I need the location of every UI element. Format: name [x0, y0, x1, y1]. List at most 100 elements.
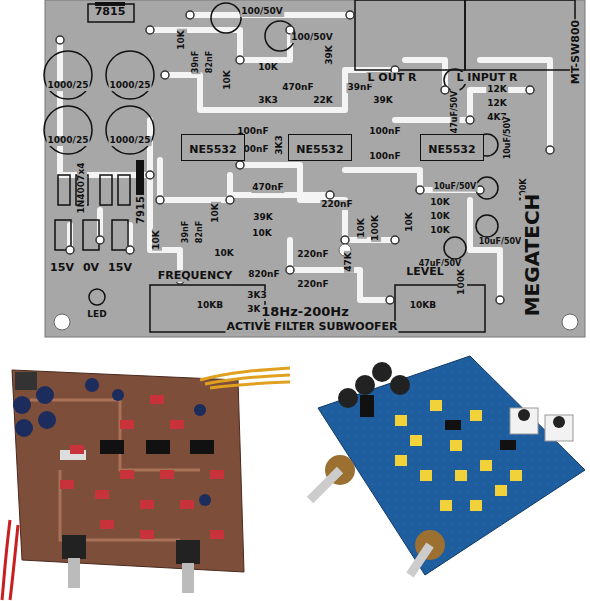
silkscreen-label: 10K — [251, 229, 273, 239]
silkscreen-label: 47K — [344, 251, 354, 273]
silkscreen-label: 100/50V — [240, 7, 284, 17]
solder-pad — [346, 11, 354, 19]
silkscreen-label: 100nF — [368, 152, 401, 162]
component-outline — [83, 220, 99, 250]
silkscreen-label: 15V — [107, 262, 133, 274]
component-outline — [44, 106, 92, 154]
photo-left — [140, 530, 154, 539]
silkscreen-label: 10K — [152, 229, 162, 251]
photo-right — [390, 375, 410, 395]
solder-pad — [416, 186, 424, 194]
ic-label: NE5532 — [428, 143, 475, 156]
component-outline — [476, 215, 498, 237]
photo-right — [440, 500, 452, 511]
silkscreen-label: 10uF/50V — [504, 116, 513, 161]
photo-left — [12, 370, 244, 572]
silkscreen-label: 39nF — [346, 83, 373, 93]
silkscreen-label: 10K — [213, 249, 235, 259]
photo-right — [495, 485, 507, 496]
solder-pad — [146, 26, 154, 34]
silkscreen-label: 10KB — [196, 301, 224, 311]
solder-pad — [126, 246, 134, 254]
photo-right — [500, 440, 516, 450]
silkscreen-label: 10K — [257, 63, 279, 73]
component-outline — [100, 175, 112, 205]
silkscreen-label: 470nF — [251, 183, 284, 193]
silkscreen-label: 7915 — [135, 195, 146, 225]
silkscreen-label: 3K3 — [257, 96, 279, 106]
silkscreen-label: 22K — [312, 96, 334, 106]
silkscreen-label: 470nF — [281, 83, 314, 93]
component-outline — [395, 285, 485, 332]
photo-left — [182, 563, 194, 593]
ic-chip: NE5532 — [288, 134, 351, 161]
photo-left — [85, 378, 99, 392]
photo-right — [480, 460, 492, 471]
photo-left — [0, 340, 292, 601]
component-outline — [355, 0, 465, 70]
photo-left — [199, 494, 211, 506]
photo-right — [545, 415, 573, 441]
mounting-hole — [54, 314, 70, 330]
solder-pad — [391, 236, 399, 244]
silkscreen-label: 39K — [252, 213, 274, 223]
copper-trace — [60, 15, 550, 300]
silkscreen-label: 12K — [486, 99, 508, 109]
silkscreen-label: 3K3 — [246, 291, 268, 301]
silkscreen-label: FREQUENCY — [157, 270, 234, 282]
photo-right — [470, 410, 482, 421]
solder-pad — [96, 236, 104, 244]
heatsink-bar — [95, 2, 144, 200]
ic-label: NE5532 — [189, 143, 236, 156]
photo-left — [150, 395, 164, 404]
silkscreen-label: 10uF/50V — [478, 238, 523, 247]
silkscreen-label: LED — [86, 310, 107, 320]
photo-right — [295, 340, 590, 601]
silkscreen-label: 10K — [429, 226, 451, 236]
component-outline — [89, 289, 105, 305]
photo-left — [120, 420, 134, 429]
photo-left — [38, 411, 56, 429]
silkscreen-label: 820nF — [247, 270, 280, 280]
silkscreen-label: L OUT R — [367, 72, 418, 84]
photo-right — [518, 409, 530, 421]
photo-right — [310, 470, 430, 575]
component-outline — [106, 51, 154, 99]
component-outline — [465, 0, 575, 70]
silkscreen-label: 39nF — [192, 50, 201, 74]
copper-trace — [290, 240, 390, 300]
solder-pad — [161, 71, 169, 79]
silkscreen-label: 100/50V — [290, 33, 334, 43]
component-outline — [112, 220, 128, 250]
silkscreen-label: 1000/25 — [47, 81, 90, 91]
photo-left — [95, 490, 109, 499]
photo-left — [176, 540, 200, 564]
photo-right — [355, 375, 375, 395]
silkscreen-label: ACTIVE FILTER SUBWOOFER — [225, 321, 398, 333]
mounting-hole — [562, 314, 578, 330]
silkscreen-label: 1000/25 — [109, 136, 152, 146]
photo-left — [2, 520, 18, 600]
photo-left — [146, 440, 170, 454]
silkscreen-label: MT-SW800 — [570, 19, 582, 85]
copper-trace — [230, 175, 330, 195]
copper-trace — [150, 30, 290, 60]
silkscreen-label: 100K — [457, 268, 467, 296]
silkscreen-label: 18Hz-200Hz — [260, 305, 350, 319]
ic-label: NE5532 — [296, 143, 343, 156]
photo-right — [372, 362, 392, 382]
solder-pad — [186, 11, 194, 19]
solder-pad — [236, 56, 244, 64]
component-outline — [118, 175, 130, 205]
photo-right — [455, 470, 467, 481]
solder-pad — [156, 196, 164, 204]
solder-pad — [56, 36, 64, 44]
photo-left — [112, 389, 124, 401]
photo-right — [395, 455, 407, 466]
silkscreen-label: L INPUT R — [456, 72, 519, 84]
solder-pad — [146, 171, 154, 179]
solder-pad — [226, 196, 234, 204]
copper-trace — [70, 225, 130, 250]
solder-pad — [66, 246, 74, 254]
